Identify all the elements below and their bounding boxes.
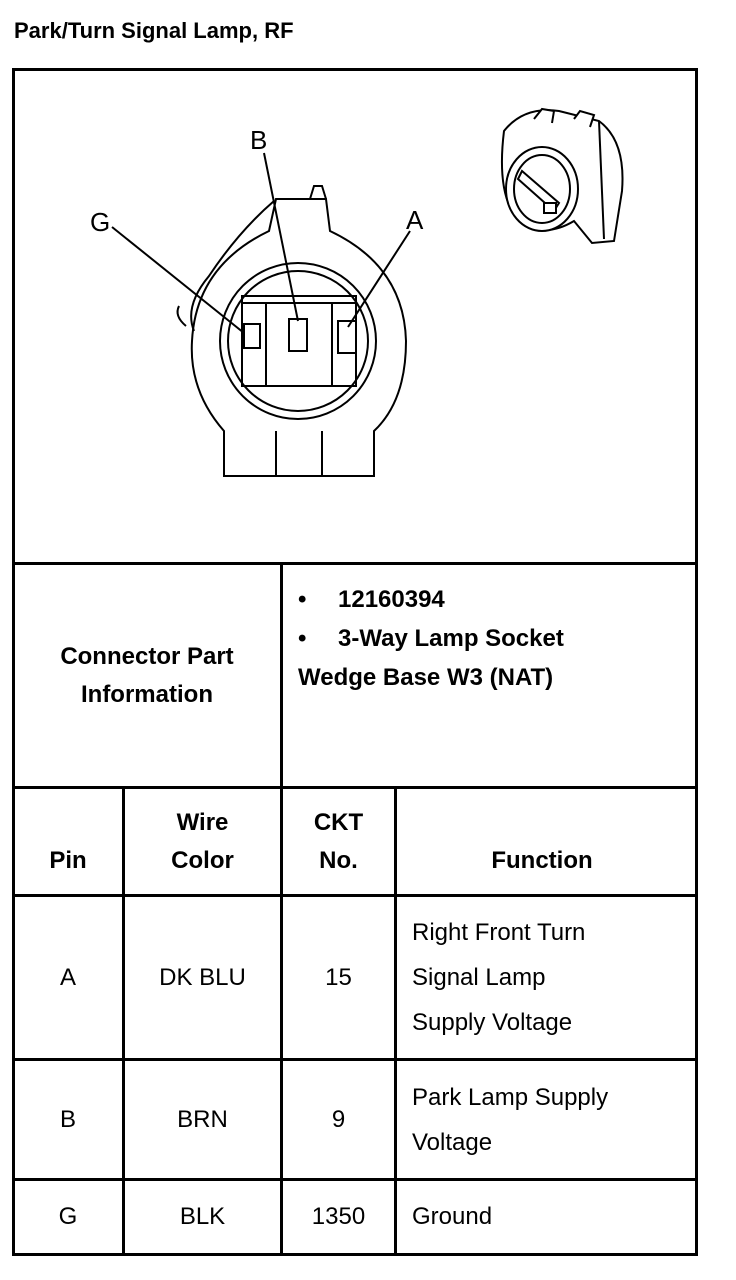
page-title: Park/Turn Signal Lamp, RF xyxy=(14,18,294,43)
row-g-ckt: 1350 xyxy=(311,1203,366,1230)
row-g-color: BLK xyxy=(179,1203,226,1230)
socket-perspective-view xyxy=(500,107,624,245)
socket-description: 3-Way Lamp Socket xyxy=(338,625,564,652)
pin-label-b: B xyxy=(250,125,267,155)
row-g-pin: G xyxy=(58,1203,78,1230)
row-g-function: Ground xyxy=(412,1203,493,1230)
connector-part-info-values: • 12160394 • 3-Way Lamp Socket Wedge Base … xyxy=(298,580,688,697)
row-a-pin: A xyxy=(59,963,76,991)
connector-table xyxy=(12,68,698,1256)
connector-part-info-label: Connector Part Information xyxy=(14,566,280,786)
row-a-ckt: 15 xyxy=(325,963,352,991)
connector-diagram: G B A xyxy=(90,107,624,477)
row-b-pin: B xyxy=(59,1105,76,1133)
bullet-icon: • xyxy=(298,586,307,613)
row-a-color: DK BLU xyxy=(159,963,246,991)
connector-label-line1: Connector Part xyxy=(60,643,234,670)
socket-description-continued: Wedge Base W3 (NAT) xyxy=(298,664,554,691)
row-b-ckt: 9 xyxy=(331,1105,346,1133)
pin-label-g: G xyxy=(90,207,110,237)
row-b-color: BRN xyxy=(177,1105,228,1133)
pin-b-cavity xyxy=(288,318,308,352)
header-pin: Pin xyxy=(49,847,87,874)
header-function: Function xyxy=(491,847,593,874)
bullet-icon: • xyxy=(298,625,307,652)
pin-label-a: A xyxy=(406,205,424,235)
connector-label-line2: Information xyxy=(80,681,213,708)
part-number: 12160394 xyxy=(338,586,445,613)
pin-g-cavity xyxy=(243,323,261,349)
pin-a-cavity xyxy=(337,320,357,354)
